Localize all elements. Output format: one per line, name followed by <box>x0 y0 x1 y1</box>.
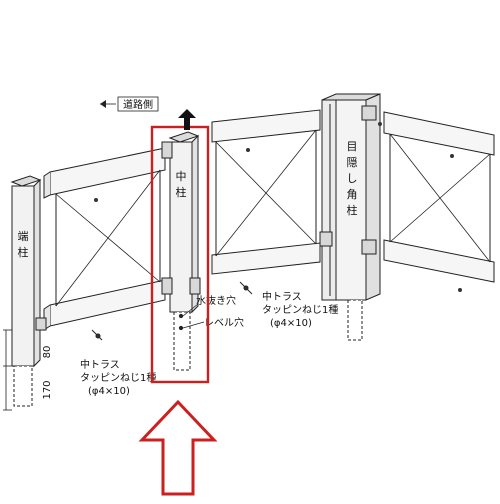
end-post <box>10 175 47 407</box>
corner-post-body <box>335 99 367 301</box>
middle-post-label-char: 柱 <box>176 185 187 199</box>
corner-post-label-char: 角 <box>347 188 358 201</box>
misc-screws <box>94 122 462 292</box>
corner-post-label-char: 目 <box>347 140 358 153</box>
screw-icon <box>95 333 101 339</box>
right-screw-note-line1: 中トラス <box>262 290 302 303</box>
screw-icon <box>94 198 98 202</box>
left-bottom-rail <box>49 279 166 327</box>
corner-post-bottom-bracket <box>319 231 333 247</box>
left-brace <box>55 169 161 307</box>
left-fence-panel <box>43 147 166 331</box>
road-side-label: 道路側 <box>123 98 153 111</box>
corner-post-buried <box>347 299 363 341</box>
end-post-buried <box>13 365 33 407</box>
right-screw-note-line3: (φ4×10) <box>270 318 312 329</box>
right-fence-panel <box>383 111 495 283</box>
level-hole-leader <box>182 321 205 329</box>
left-top-rail <box>49 147 166 196</box>
road-side-tag <box>117 96 159 112</box>
left-screw-note-line3: (φ4×10) <box>88 386 130 397</box>
level-hole-mark <box>178 325 184 331</box>
corner-post-label-char: し <box>347 172 358 185</box>
center-fence-panel <box>211 109 321 275</box>
left-screw-note-line1: 中トラス <box>80 358 120 371</box>
end-post-body <box>11 185 35 367</box>
corner-post-side <box>365 93 381 301</box>
outlined-up-arrow-icon <box>138 399 218 496</box>
left-top-rail-end <box>43 171 51 199</box>
dimension-80-label: 80 <box>42 346 53 359</box>
middle-post-highlight-box <box>150 125 210 384</box>
right-bottom-rail <box>383 239 495 283</box>
road-direction-arrow-icon <box>178 109 196 130</box>
corner-post-top-bracket <box>361 105 377 121</box>
center-bottom-rail <box>211 242 321 275</box>
end-post-label-char: 柱 <box>18 245 29 259</box>
screw-icon <box>243 285 249 291</box>
screw-icon <box>450 154 454 158</box>
middle-post-buried <box>173 311 191 371</box>
level-hole-label: レベル穴 <box>204 316 244 329</box>
center-brace <box>215 129 317 257</box>
corner-post-bottom-bracket <box>361 239 377 255</box>
screw-icon <box>458 288 462 292</box>
middle-post <box>161 131 201 371</box>
end-post-bracket <box>35 317 47 331</box>
left-screw <box>91 329 103 341</box>
right-screw-note-line2: タッピンねじ1種 <box>262 303 338 316</box>
dimension-lines <box>3 329 12 411</box>
screw-icon <box>378 122 382 126</box>
corner-post-label-char: 隠 <box>347 156 358 169</box>
corner-post-label-char: 柱 <box>347 203 358 217</box>
middle-post-label-char: 中 <box>176 170 187 183</box>
middle-post-top-bracket <box>161 141 173 159</box>
left-screw-note-line2: タッピンねじ1種 <box>80 371 156 384</box>
drain-hole-leader <box>182 303 199 317</box>
middle-post-side <box>191 134 199 314</box>
drain-hole-label: 水抜き穴 <box>196 294 236 307</box>
right-top-rail <box>383 111 495 156</box>
corner-post-left-channel <box>321 99 337 301</box>
center-top-rail <box>211 109 321 143</box>
middle-post-body <box>169 141 193 313</box>
hole-leaders <box>182 303 205 329</box>
end-post-side <box>33 178 41 368</box>
right-screw <box>239 281 253 295</box>
screw-icon <box>246 148 250 152</box>
middle-post-bottom-bracket <box>189 277 201 295</box>
blind-corner-post <box>319 93 381 341</box>
road-side-pointer-head <box>100 100 106 108</box>
end-post-label-char: 端 <box>18 230 29 243</box>
middle-post-bottom-bracket <box>161 277 173 295</box>
right-brace <box>389 153 491 243</box>
drain-hole-mark <box>178 313 184 319</box>
dimension-170-label: 170 <box>42 380 53 399</box>
